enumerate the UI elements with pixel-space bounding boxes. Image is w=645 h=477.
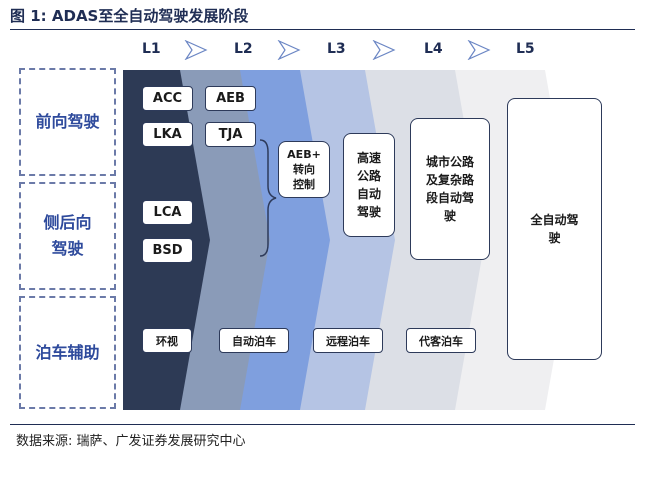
feature-tja: TJA <box>205 122 256 147</box>
feature-lca: LCA <box>142 200 193 225</box>
feature-bsd: BSD <box>142 238 193 263</box>
parking-remote-park: 远程泊车 <box>313 328 383 353</box>
chevron-right-icon <box>184 40 208 60</box>
category-forward-driving: 前向驾驶 <box>19 68 116 176</box>
category-parking-assist: 泊车辅助 <box>19 296 116 409</box>
figure-title: 图 1: ADAS至全自动驾驶发展阶段 <box>10 7 249 25</box>
feature-aeb: AEB <box>205 86 256 111</box>
source-note: 数据来源: 瑞萨、广发证券发展研究中心 <box>16 434 246 449</box>
feature-acc: ACC <box>142 86 193 111</box>
chevron-right-icon <box>467 40 491 60</box>
stage-box-l2: AEB+ 转向 控制 <box>278 141 330 198</box>
chevron-right-icon <box>277 40 301 60</box>
category-side-rear-driving: 侧后向驾驶 <box>19 182 116 290</box>
source-rule <box>10 424 635 425</box>
level-label-l1: L1 <box>142 41 161 57</box>
chevron-right-icon <box>372 40 396 60</box>
level-label-l5: L5 <box>516 41 535 57</box>
stage-box-l4: 城市公路 及复杂路 段自动驾 驶 <box>410 118 490 260</box>
brace-icon <box>259 139 277 257</box>
title-rule <box>10 29 635 30</box>
stage-box-l3: 高速 公路 自动 驾驶 <box>343 133 395 237</box>
level-label-l3: L3 <box>327 41 346 57</box>
level-label-l2: L2 <box>234 41 253 57</box>
category-side-rear-label: 侧后向驾驶 <box>43 213 92 258</box>
parking-auto-park: 自动泊车 <box>219 328 289 353</box>
feature-lka: LKA <box>142 122 193 147</box>
parking-valet-park: 代客泊车 <box>406 328 476 353</box>
stage-box-l5: 全自动驾 驶 <box>507 98 602 360</box>
parking-surround-view: 环视 <box>142 328 192 353</box>
level-label-l4: L4 <box>424 41 443 57</box>
